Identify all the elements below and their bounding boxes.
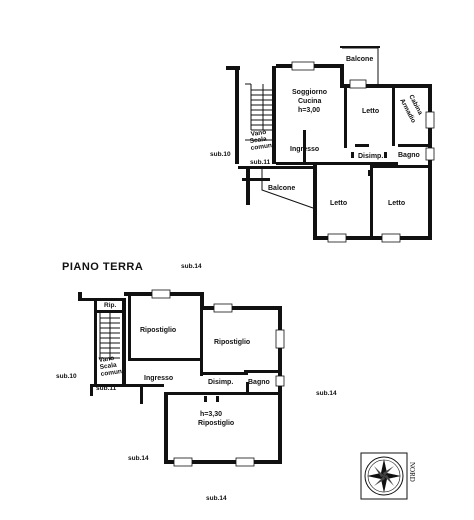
upper-sub10-label: sub.10 (210, 151, 231, 158)
ground-ripostiglio-left-label: Ripostiglio (140, 327, 176, 334)
upper-bagno-label: Bagno (398, 152, 420, 159)
ground-ripostiglio-big-label: Ripostiglio (198, 420, 234, 427)
upper-soggiorno-label: Soggiorno (292, 89, 327, 96)
ground-height-label: h=3,30 (200, 411, 222, 418)
ground-sub14-bottom-label: sub.14 (206, 495, 227, 502)
ground-vano-label: Vano (98, 355, 114, 364)
upper-letto-right-label: Letto (388, 200, 405, 207)
floor-title: PIANO TERRA (62, 261, 143, 273)
ground-disimp-label: Disimp. (208, 379, 233, 386)
ground-sub14-left-label: sub.14 (128, 455, 149, 462)
ground-scala-label: Scala (99, 362, 117, 371)
upper-floor-plan: Balcone Soggiorno Cucina h=3,00 Letto Ca… (210, 46, 435, 243)
ground-sub10-label: sub.10 (56, 373, 77, 380)
ground-ripostiglio-right-label: Ripostiglio (214, 339, 250, 346)
ground-sub11-label: sub.11 (96, 385, 117, 392)
upper-sub11-label: sub.11 (250, 159, 271, 166)
upper-balcone-top-label: Balcone (346, 56, 373, 63)
ground-sub14-right-label: sub.14 (316, 390, 337, 397)
upper-height-label: h=3,00 (298, 107, 320, 114)
upper-letto-top-label: Letto (362, 108, 379, 115)
upper-ingresso-label: Ingresso (290, 146, 319, 153)
ground-rip-label: Rip. (104, 302, 116, 309)
upper-balcone-bottom-label: Balcone (268, 185, 295, 192)
ground-comune-label: comune (100, 368, 126, 378)
ground-bagno-label: Bagno (248, 379, 270, 386)
caption-sub14-label: sub.14 (181, 263, 202, 270)
upper-vano-label: Vano (250, 129, 266, 138)
upper-stairwell (226, 66, 276, 164)
compass-nord-label: NORD (408, 462, 416, 482)
upper-disimp-label: Disimp. (358, 153, 383, 160)
ground-floor-plan: Rip. Ripostiglio Ripostiglio Vano Scala … (56, 289, 337, 502)
upper-scala-label: Scala (249, 136, 267, 145)
compass-rose-icon (360, 452, 408, 500)
upper-comune-label: comune (250, 142, 276, 152)
upper-cucina-label: Cucina (298, 98, 321, 105)
upper-letto-left-label: Letto (330, 200, 347, 207)
upper-windows (291, 61, 435, 243)
ground-ingresso-label: Ingresso (144, 375, 173, 382)
